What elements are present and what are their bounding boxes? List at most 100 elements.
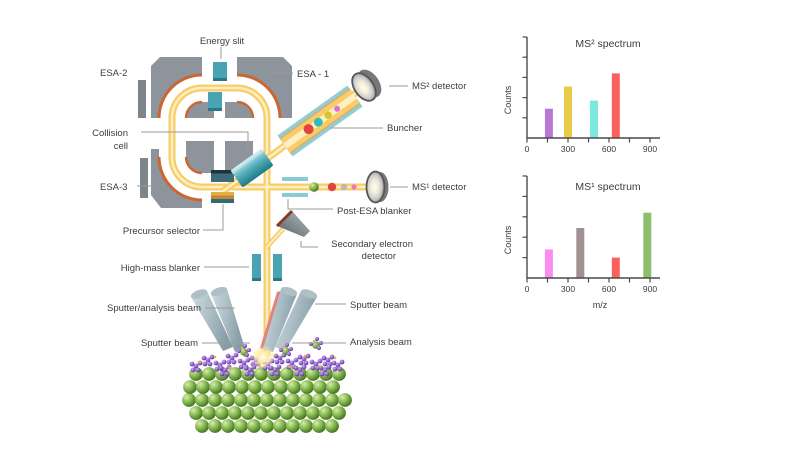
- molecule-dot: [214, 366, 220, 372]
- molecule-dot: [293, 365, 299, 371]
- sample-atom: [306, 406, 320, 420]
- esa2-outer-sliver: [138, 80, 146, 118]
- sample-atom: [280, 406, 294, 420]
- x-tick-label: 600: [602, 284, 616, 294]
- sample-atom: [325, 393, 339, 407]
- x-axis-label: m/z: [593, 300, 608, 310]
- molecule-dot: [325, 357, 331, 363]
- secondary-electron-label-line2: detector: [362, 251, 396, 262]
- sample-atom: [267, 406, 281, 420]
- molecule-dot: [289, 360, 295, 366]
- collision-cell-cylinder: [231, 149, 273, 187]
- molecule-dot: [331, 360, 337, 366]
- molecule-dot: [205, 357, 211, 363]
- molecule-dot: [321, 355, 327, 361]
- sputtered-molecule: [314, 336, 320, 342]
- molecule-dot: [274, 371, 280, 377]
- molecule-dot: [189, 361, 195, 367]
- molecule-dot: [279, 359, 285, 365]
- sample-atom: [241, 406, 255, 420]
- high-mass-blanker-label: High-mass blanker: [121, 263, 200, 274]
- precursor-selector-top-edge: [211, 170, 234, 174]
- ms1-detector-label: MS¹ detector: [412, 182, 466, 193]
- molecule-dot: [218, 365, 224, 371]
- esa3-outer-electrode: [151, 149, 202, 208]
- gold-speck: [288, 365, 292, 369]
- x-tick-label: 300: [561, 144, 575, 154]
- x-tick-label: 0: [525, 284, 530, 294]
- sample-atom: [202, 367, 216, 381]
- sputter-gun-cone-left: [211, 289, 245, 352]
- sample-atom: [228, 367, 242, 381]
- sample-atom: [313, 380, 327, 394]
- sample-atom: [189, 406, 203, 420]
- gold-speck: [312, 339, 316, 343]
- molecule-dot: [285, 358, 291, 364]
- energy-slit-top-plate: [213, 62, 227, 81]
- molecule-dot: [335, 362, 341, 368]
- molecule-dot: [231, 359, 237, 365]
- precursor-selector-bottom-top-edge: [211, 192, 234, 196]
- molecule-dot: [237, 358, 243, 364]
- sample-atom: [221, 393, 235, 407]
- molecule-dot: [272, 367, 278, 373]
- sample-atom: [254, 367, 268, 381]
- sample-atom: [221, 419, 235, 433]
- sputtered-molecule: [288, 346, 294, 352]
- molecule-dot: [322, 367, 328, 373]
- gold-speck: [318, 364, 322, 368]
- sputtered-molecule: [278, 347, 284, 353]
- cone-cap: [190, 289, 208, 299]
- sample-atom: [300, 380, 314, 394]
- molecule-dot: [224, 371, 230, 377]
- sample-atom: [248, 380, 262, 394]
- sample-atom: [209, 380, 223, 394]
- ion-ball-red: [303, 124, 314, 135]
- molecule-dot: [245, 357, 251, 363]
- sample-atom: [247, 393, 261, 407]
- molecule-dot: [301, 356, 307, 362]
- ion-ball-gray: [340, 183, 348, 191]
- chart-title: MS² spectrum: [575, 38, 641, 50]
- sputter-gun-cone-right: [275, 291, 317, 351]
- sample-atom: [235, 380, 249, 394]
- esa1-label: ESA - 1: [297, 69, 329, 80]
- post-esa-blanker-top-plate: [282, 177, 308, 181]
- molecule-dot: [305, 353, 311, 359]
- molecule-dot: [326, 364, 332, 370]
- molecule-dot: [241, 360, 247, 366]
- molecule-dot: [317, 358, 323, 364]
- sample-atom: [202, 406, 216, 420]
- sample-atom: [326, 380, 340, 394]
- sputter-analysis-gun-cone: [191, 291, 233, 351]
- esa3-label: ESA-3: [100, 182, 127, 193]
- secondary-electron-label-line1: Secondary electron: [331, 239, 413, 250]
- sample-atom: [286, 419, 300, 433]
- molecule-dot: [243, 365, 249, 371]
- upper-inner-left-arc: [184, 100, 203, 119]
- sputtered-molecule: [242, 343, 248, 349]
- analysis-beam-label: Analysis beam: [350, 337, 412, 348]
- y-axis-label: Counts: [503, 225, 513, 254]
- sputtered-molecule: [246, 347, 252, 353]
- molecule-dot: [269, 371, 275, 377]
- sample-atom: [332, 406, 346, 420]
- sputtered-molecule: [286, 351, 292, 357]
- x-tick-label: 0: [525, 144, 530, 154]
- sample-atom: [261, 380, 275, 394]
- molecule-dot: [319, 371, 325, 377]
- precursor-selector-bottom-plate: [211, 192, 234, 203]
- sample-atom: [234, 419, 248, 433]
- cone-cap: [300, 289, 318, 299]
- sample-atom: [338, 393, 352, 407]
- molecule-dot: [190, 367, 196, 373]
- sample-atom: [215, 406, 229, 420]
- sample-atom: [182, 393, 196, 407]
- x-tick-label: 900: [643, 284, 657, 294]
- ms1-detector-disc: [365, 170, 389, 204]
- sample-atom: [312, 419, 326, 433]
- molecule-dot: [337, 366, 343, 372]
- esa2-outer-electrode: [151, 57, 202, 118]
- molecule-dot: [313, 361, 319, 367]
